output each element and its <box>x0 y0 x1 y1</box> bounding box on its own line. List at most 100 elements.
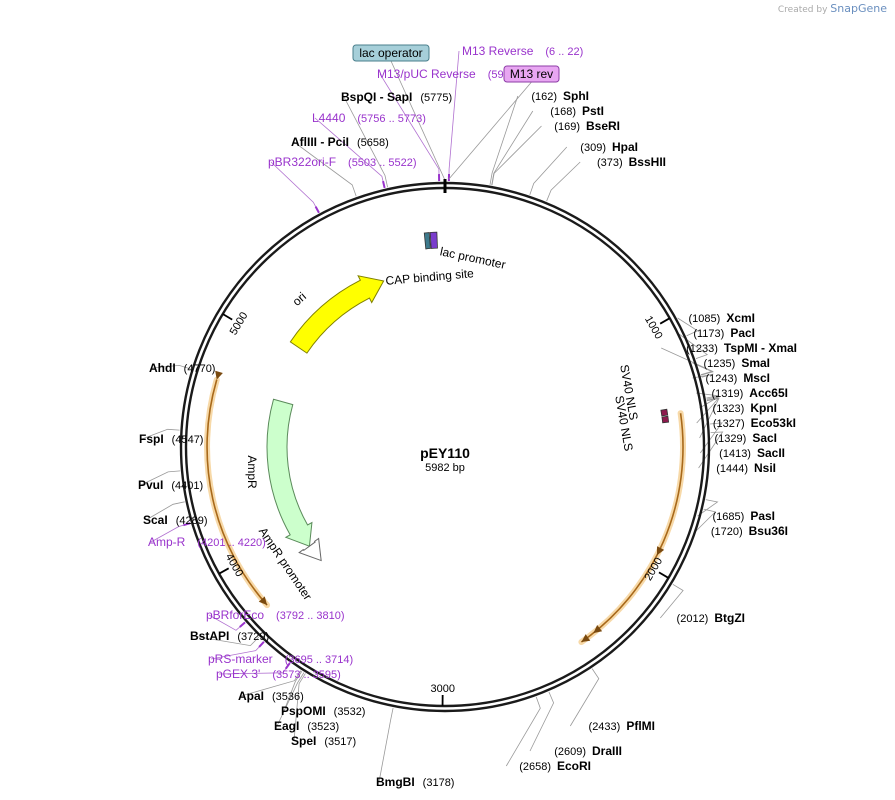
site-name: HpaI <box>612 140 638 154</box>
site-position: (1720) <box>711 526 743 538</box>
primer-label-pbrforeco[interactable]: pBRforEco(3792 .. 3810) <box>206 608 345 622</box>
site-name: PstI <box>582 104 604 118</box>
orf-arrowhead-2 <box>656 546 665 556</box>
lac-operator-label[interactable]: lac operator <box>352 44 430 62</box>
site-position: (6 .. 22) <box>545 46 583 58</box>
site-position: (1233) <box>686 343 718 355</box>
enzyme-label-pspomi[interactable]: PspOMI(3532) <box>281 704 365 718</box>
site-position: (5775) <box>420 92 452 104</box>
site-position: (3729) <box>237 631 269 643</box>
site-name: BseRI <box>586 119 620 133</box>
lac-operator-label-leader <box>390 60 445 180</box>
watermark-prefix: Created by <box>777 5 828 15</box>
enzyme-label-psti[interactable]: (168)PstI <box>550 104 604 118</box>
enzyme-label-apai[interactable]: ApaI(3536) <box>238 689 304 703</box>
enzyme-label-msci[interactable]: (1243)MscI <box>706 371 770 385</box>
enzyme-label-bspqi-sapi[interactable]: BspQI - SapI (5775) <box>341 90 452 104</box>
enzyme-label-pflmi[interactable]: (2433)PflMI <box>589 719 655 733</box>
site-name: EcoRI <box>557 759 591 773</box>
enzyme-label-bsu36i[interactable]: (1720) Bsu36I <box>711 524 788 538</box>
site-position: (4547) <box>172 434 204 446</box>
orf-arrowhead-4 <box>258 596 268 606</box>
site-name: XcmI <box>726 311 755 325</box>
enzyme-label-bseri[interactable]: (169)BseRI <box>554 119 620 133</box>
enzyme-label-hpai[interactable]: (309)HpaI <box>580 140 638 154</box>
enzyme-label-saci[interactable]: (1329)SacI <box>715 431 777 445</box>
enzyme-leader-pasi <box>697 499 719 517</box>
site-position: (3523) <box>307 721 339 733</box>
primer-label-pgex-3[interactable]: pGEX 3'(3573 .. 3595) <box>216 667 341 681</box>
tick-4000 <box>218 567 230 575</box>
site-name: PasI <box>750 509 775 523</box>
site-name: M13/pUC Reverse <box>377 67 476 81</box>
site-name: BspQI - SapI <box>341 90 412 104</box>
enzyme-label-bstapi[interactable]: BstAPI(3729) <box>190 629 269 643</box>
plasmid-length: 5982 bp <box>425 462 465 474</box>
enzyme-label-tspmi-xmai[interactable]: (1233) TspMI - XmaI <box>686 341 797 355</box>
site-position: (4401) <box>171 480 203 492</box>
enzyme-leader-sacii <box>699 422 723 454</box>
enzyme-label-xcmi[interactable]: (1085)XcmI <box>689 311 755 325</box>
site-name: pBRforEco <box>206 608 264 622</box>
site-position: (1444) <box>716 463 748 475</box>
tick-label-2000: 2000 <box>642 556 665 583</box>
site-name: SpeI <box>291 734 316 748</box>
site-name: PvuI <box>138 478 163 492</box>
feature-arrows <box>266 231 670 562</box>
snapgene-brand: SnapGene <box>830 2 887 15</box>
site-name: Bsu36I <box>749 524 788 538</box>
enzyme-label-bsshii[interactable]: (373)BssHII <box>597 155 666 169</box>
tick-label-4000: 4000 <box>223 552 245 579</box>
enzyme-label-scai[interactable]: ScaI(4289) <box>143 513 207 527</box>
site-name: L4440 <box>312 111 346 125</box>
enzyme-leader-spei <box>293 673 306 742</box>
primer-label-m13-reverse[interactable]: M13 Reverse(6 .. 22) <box>462 44 583 58</box>
site-position: (1413) <box>719 448 751 460</box>
enzyme-label-btgzi[interactable]: (2012)BtgZI <box>677 611 745 625</box>
enzyme-label-pasi[interactable]: (1685)PasI <box>713 509 775 523</box>
enzyme-label-nsii[interactable]: (1444)NsiI <box>716 461 776 475</box>
enzyme-leader-pflmi <box>569 668 600 727</box>
site-position: (3517) <box>324 736 356 748</box>
site-name: ApaI <box>238 689 264 703</box>
site-position: (5756 .. 5773) <box>357 113 426 125</box>
m13-rev-label[interactable]: M13 rev <box>503 65 560 83</box>
primer-label-pbr322ori-f[interactable]: pBR322ori-F(5503 .. 5522) <box>268 155 417 169</box>
cap-binding-site-label: CAP binding site <box>385 266 475 288</box>
primer-label-amp-r[interactable]: Amp-R(4201 .. 4220) <box>148 535 266 549</box>
site-position: (3532) <box>334 706 366 718</box>
site-name: AflIII - PciI <box>291 135 349 149</box>
enzyme-label-eagi[interactable]: EagI (3523) <box>274 719 339 733</box>
tick-label-5000: 5000 <box>228 310 251 337</box>
enzyme-label-pvui[interactable]: PvuI (4401) <box>138 478 203 492</box>
enzyme-label-ecori[interactable]: (2658)EcoRI <box>519 759 591 773</box>
site-name: Acc65I <box>749 386 788 400</box>
enzyme-label-kpni[interactable]: (1323)KpnI <box>713 401 777 415</box>
site-name: SacI <box>752 431 777 445</box>
orf-arc-2 <box>206 379 268 606</box>
primer-label-prs-marker[interactable]: pRS-marker(3695 .. 3714) <box>208 652 353 666</box>
enzyme-label-smai[interactable]: (1235)SmaI <box>704 356 770 370</box>
enzyme-leader-sphi <box>489 95 519 185</box>
site-name: KpnI <box>750 401 777 415</box>
enzyme-label-fspi[interactable]: FspI(4547) <box>139 432 203 446</box>
site-name: TspMI - XmaI <box>724 341 797 355</box>
enzyme-label-eco53ki[interactable]: (1327)Eco53kI <box>713 416 796 430</box>
enzyme-leader-tspmi-xmai <box>661 347 714 375</box>
enzyme-label-afliii-pcii[interactable]: AflIII - PciI(5658) <box>291 135 389 149</box>
enzyme-label-ahdi[interactable]: AhdI(4770) <box>149 361 215 375</box>
enzyme-label-sphi[interactable]: (162)SphI <box>531 89 589 103</box>
primer-label-l4440[interactable]: L4440 (5756 .. 5773) <box>312 111 426 125</box>
enzyme-label-paci[interactable]: (1173)PacI <box>693 326 755 340</box>
primer-site-amp-r <box>183 522 191 527</box>
enzyme-label-spei[interactable]: SpeI (3517) <box>291 734 356 748</box>
enzyme-leader-eagi <box>276 672 305 727</box>
enzyme-label-acc65i[interactable]: (1319)Acc65I <box>712 386 789 400</box>
enzyme-label-sacii[interactable]: (1413)SacII <box>719 446 785 460</box>
m13-rev-label-leader <box>448 81 532 180</box>
enzyme-label-draiii[interactable]: (2609)DraIII <box>554 744 622 758</box>
enzyme-label-bmgbi[interactable]: BmgBI(3178) <box>376 775 454 789</box>
site-position: (2012) <box>677 613 709 625</box>
site-position: (1235) <box>704 358 736 370</box>
site-name: EagI <box>274 719 299 733</box>
